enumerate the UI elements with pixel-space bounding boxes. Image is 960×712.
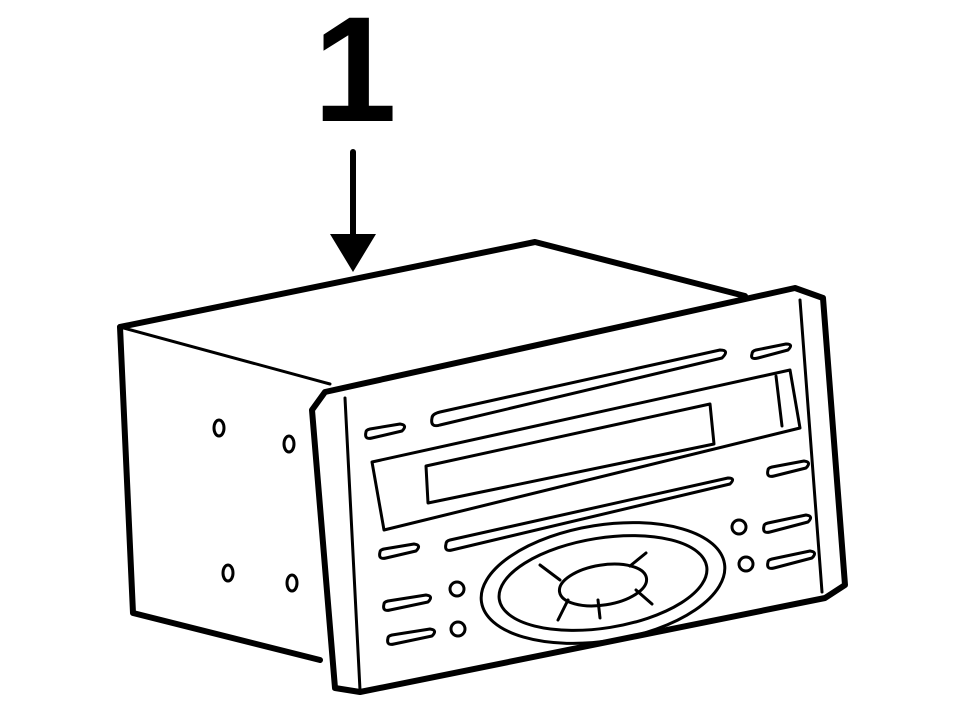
mounting-hole [285, 573, 299, 593]
button [762, 513, 813, 534]
dial-arrows [538, 551, 654, 622]
round-button [737, 555, 755, 573]
control-dial-inner [497, 534, 709, 632]
mounting-hole [221, 563, 235, 583]
button [364, 422, 407, 440]
button [382, 593, 433, 612]
display-screen [424, 402, 716, 505]
mounting-hole [282, 434, 296, 454]
radio-chassis [117, 239, 748, 663]
button [386, 627, 437, 646]
eject-button [750, 342, 793, 360]
mounting-hole [212, 418, 226, 438]
radio-faceplate [309, 285, 848, 695]
cd-slot [430, 348, 727, 428]
round-button [448, 580, 466, 598]
callout-arrow [330, 149, 376, 272]
button [766, 549, 817, 570]
display-frame [370, 368, 802, 532]
control-dial-center [557, 562, 649, 608]
callout-number: 1 [313, 0, 397, 153]
round-button [730, 518, 748, 536]
round-button [449, 620, 467, 638]
button [766, 459, 811, 478]
button [378, 542, 421, 560]
button [444, 476, 735, 552]
control-dial-outer [479, 521, 727, 645]
